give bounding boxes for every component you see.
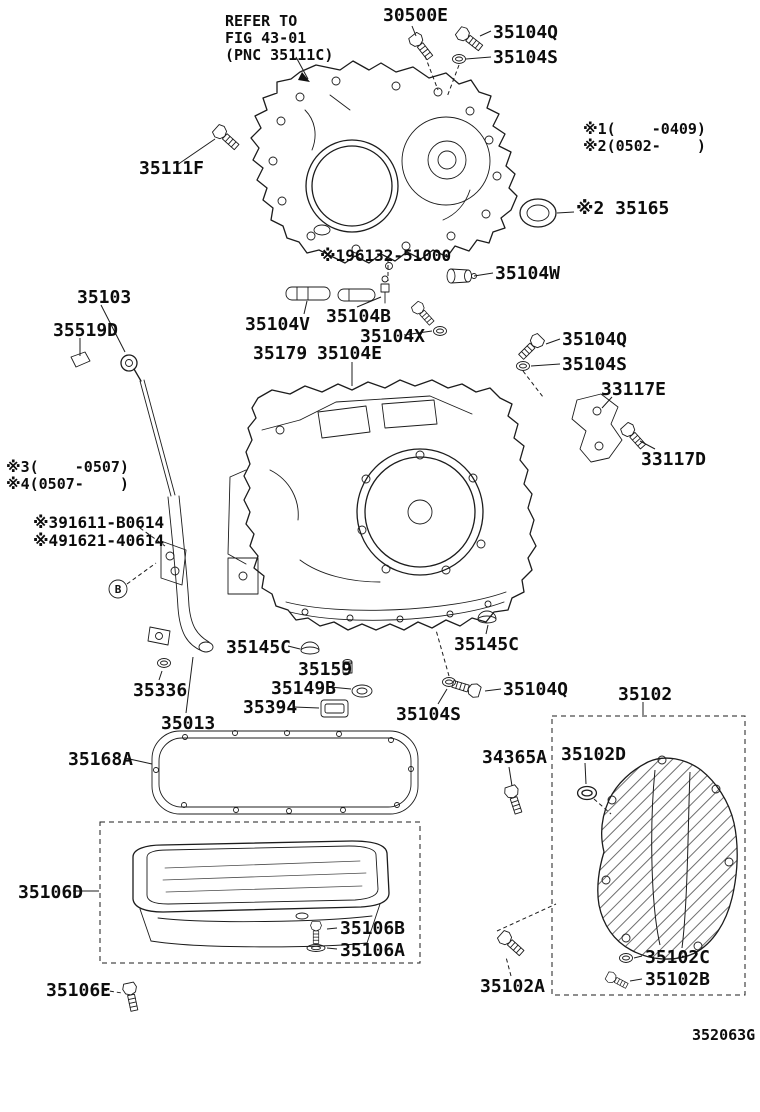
transaxle-case-drawing xyxy=(227,379,537,631)
arrowhead-icon xyxy=(298,72,310,82)
applicability-note-2: ※3( -0507) ※4(0507- ) xyxy=(6,458,129,493)
clamp-35519D-drawing xyxy=(70,351,91,368)
tube-bracket-drawing xyxy=(160,540,187,586)
side-cover-drawing xyxy=(597,755,738,960)
bracket-33117E-drawing xyxy=(571,393,623,463)
part-label-35106B: 35106B xyxy=(340,918,406,939)
oring-icon xyxy=(157,658,171,668)
oring-icon xyxy=(433,326,447,336)
part-label-35111F: 35111F xyxy=(139,158,205,179)
part-label-35159: 35159 xyxy=(298,659,353,680)
oil-pan-group-box xyxy=(99,821,421,964)
union-bolt-icon xyxy=(409,299,437,328)
bolt-icon xyxy=(121,981,142,1013)
part-label-35104B: 35104B xyxy=(326,306,392,327)
oring-icon xyxy=(576,785,598,801)
bolt-icon xyxy=(453,24,486,54)
part-label-35106D: 35106D xyxy=(18,882,84,903)
side-cover-group-box xyxy=(551,715,746,996)
refer-note: REFER TO FIG 43-01 (PNC 35111C) xyxy=(225,12,334,64)
part-label-35102B: 35102B xyxy=(645,969,711,990)
part-label-30500E: 30500E xyxy=(383,5,449,26)
breather-96132-drawing xyxy=(385,262,393,270)
part-label-35104V: 35104V xyxy=(245,314,311,335)
part-label-34365A: 34365A xyxy=(482,747,548,768)
callout-b-icon: B xyxy=(108,579,128,599)
part-label-96132-51000: ※196132-51000 xyxy=(320,246,452,265)
part-label-35104X: 35104X xyxy=(360,326,426,347)
part-label-35104S-right: 35104S xyxy=(562,354,628,375)
part-label-35104S-top: 35104S xyxy=(493,47,559,68)
part-label-35102C: 35102C xyxy=(645,947,711,968)
fasteners xyxy=(121,24,649,1013)
part-label-35104S-bottom: 35104S xyxy=(396,704,462,725)
part-label-35013: 35013 xyxy=(161,713,216,734)
part-label-35149B: 35149B xyxy=(271,678,337,699)
bolt-icon xyxy=(210,122,242,153)
bolt-icon xyxy=(618,420,649,452)
part-label-33117E: 33117E xyxy=(601,379,667,400)
part-label-35336: 35336 xyxy=(133,680,188,701)
grommet-35149B-drawing xyxy=(351,684,373,698)
fitting-35104B-drawing xyxy=(381,275,389,283)
magnet-35394-drawing xyxy=(320,699,349,718)
part-label-35519D: 35519D xyxy=(53,320,119,341)
bolt-icon xyxy=(515,331,547,363)
applicability-note-1: ※1( -0409) ※2(0502- ) xyxy=(583,120,706,155)
part-label-35104W: 35104W xyxy=(495,263,561,284)
part-label-35104Q-bottom: 35104Q xyxy=(503,679,569,700)
dipstick-drawing xyxy=(70,351,214,653)
gasket-washer-icon xyxy=(306,944,326,952)
bolt-icon xyxy=(495,928,527,959)
callout-b-letter: B xyxy=(115,583,122,596)
part-label-35168A: 35168A xyxy=(68,749,134,770)
drawing-number: 352063G xyxy=(692,1026,756,1044)
part-label-35102: 35102 xyxy=(618,684,673,705)
bolt-icon xyxy=(406,30,436,63)
stud-35159-drawing xyxy=(342,661,353,674)
plug-bolt-icon xyxy=(604,970,630,992)
oring-icon xyxy=(516,361,530,371)
part-label-35179: 35179 xyxy=(253,343,308,364)
oring-icon xyxy=(619,953,633,963)
part-label-35104Q-right: 35104Q xyxy=(562,329,628,350)
bolt-icon xyxy=(502,783,526,816)
plug-bolt-icon xyxy=(310,921,322,944)
oil-pan-drawing xyxy=(132,840,390,948)
part-label-33117D: 33117D xyxy=(641,449,707,470)
part-label-35102A: 35102A xyxy=(480,976,546,997)
part-label-91611-B0614: ※391611-B0614 ※491621-40614 xyxy=(33,513,165,550)
small-fittings xyxy=(285,262,623,463)
part-label-35145C-right: 35145C xyxy=(454,634,520,655)
oil-seal-drawing xyxy=(519,198,557,228)
part-label-35106A: 35106A xyxy=(340,940,406,961)
oring-icon xyxy=(452,54,466,64)
part-label-35106E: 35106E xyxy=(46,980,112,1001)
part-label-35102D: 35102D xyxy=(561,744,627,765)
plug-icon xyxy=(300,641,320,655)
part-label-35394: 35394 xyxy=(243,697,298,718)
part-label-35165: ※2 35165 xyxy=(576,198,670,219)
leader-lines xyxy=(73,25,656,994)
dowel-35104W-drawing xyxy=(446,268,456,284)
part-label-35104E: 35104E xyxy=(317,343,383,364)
oil-pan-gasket-drawing xyxy=(151,730,419,815)
part-label-35145C-left: 35145C xyxy=(226,637,292,658)
part-label-35103: 35103 xyxy=(77,287,132,308)
bell-housing-drawing xyxy=(250,60,518,264)
part-label-35104Q-top: 35104Q xyxy=(493,22,559,43)
